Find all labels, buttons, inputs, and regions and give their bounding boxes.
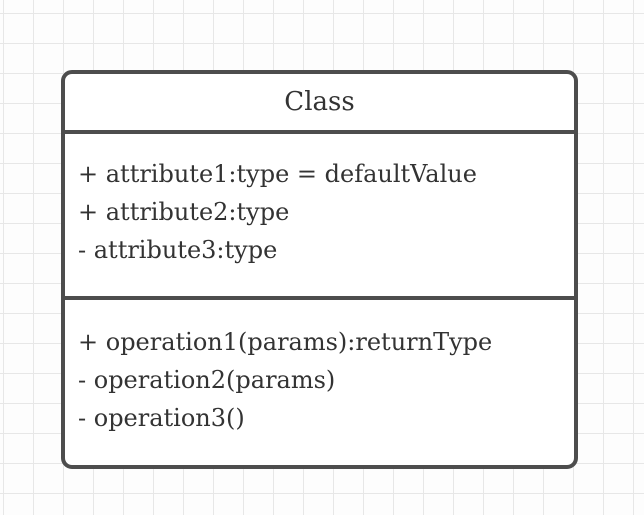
uml-class-shape[interactable]: Class + attribute1:type = defaultValue +… [61,70,578,469]
operation-row: - operation3() [78,404,245,432]
class-name-compartment: Class [65,74,574,134]
attributes-compartment: + attribute1:type = defaultValue + attri… [65,134,574,300]
operations-compartment: + operation1(params):returnType - operat… [65,300,574,465]
class-name: Class [284,87,355,117]
attribute-row: - attribute3:type [78,236,278,264]
operation-row: - operation2(params) [78,366,336,394]
attribute-row: + attribute1:type = defaultValue [78,160,477,188]
operation-row: + operation1(params):returnType [78,328,493,356]
attribute-row: + attribute2:type [78,198,290,226]
